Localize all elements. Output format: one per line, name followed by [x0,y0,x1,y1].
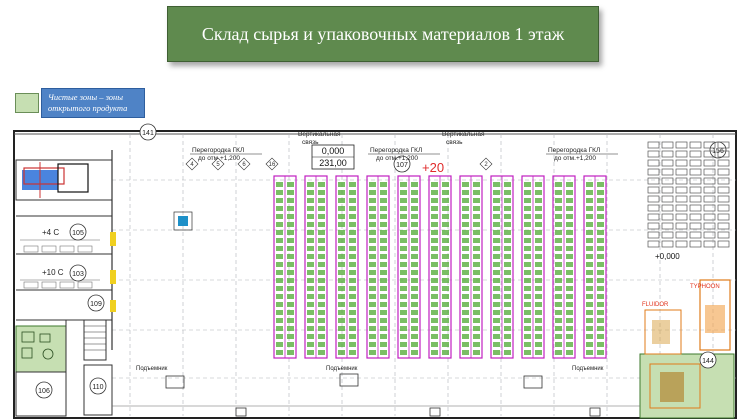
rack-row [304,175,328,359]
room-109-number: 109 [90,301,102,308]
room-103-number: 103 [72,271,84,278]
svg-text:6: 6 [242,162,246,168]
room-103-temp: +10 С [42,268,64,277]
lift-labels: Подъемник Подъемник Подъемник [136,366,604,389]
svg-text:связь: связь [446,139,463,146]
rack-row [273,175,297,359]
svg-text:связь: связь [302,139,319,146]
right-pallet-area [647,141,730,248]
building-outline [13,130,737,419]
svg-text:до отм.+1,200: до отм.+1,200 [376,155,418,162]
room-105-temp: +4 С [42,228,59,237]
room-106-number: 106 [38,388,50,395]
rack-row [366,175,390,359]
svg-text:до отм.+1,200: до отм.+1,200 [198,155,240,162]
floor-plan: +4 С 105 +10 С 103 109 106 110 107 156 1… [13,123,737,419]
clean-zone-left [15,325,67,373]
elevation-right: +0,000 [655,252,680,261]
room-141-number: 141 [142,130,154,137]
svg-text:231,00: 231,00 [319,158,347,168]
room-105-number: 105 [72,230,84,237]
room-labels: +4 С 105 +10 С 103 109 106 110 107 156 1… [35,123,727,399]
svg-text:Подъемник: Подъемник [136,366,168,372]
partition-labels: Перегородка ГКЛ до отм.+1,200 Перегородк… [190,147,618,162]
rack-row [490,175,514,359]
rack-row [521,175,545,359]
svg-text:4: 4 [190,162,194,168]
svg-text:TYPHOON: TYPHOON [690,284,720,290]
svg-text:Подъемник: Подъемник [572,366,604,372]
equipment-marker-blue [178,216,188,226]
temperature-mark: +20 [422,160,444,175]
rack-row [552,175,576,359]
legend-label: Чистые зоны – зоны открытого продукта [41,88,145,118]
rack-rows [273,175,607,359]
axis-markers: 4 5 6 16 2 [185,157,493,171]
legend-swatch [15,93,39,113]
rack-row [459,175,483,359]
rack-row [397,175,421,359]
room-107-number: 107 [396,162,408,169]
svg-text:Перегородка ГКЛ: Перегородка ГКЛ [548,147,600,154]
left-rooms [15,150,116,417]
clean-zone-right [639,353,735,419]
svg-text:Вертикальная: Вертикальная [298,131,341,138]
svg-text:Подъемник: Подъемник [326,366,358,372]
rack-row [335,175,359,359]
svg-text:Перегородка ГКЛ: Перегородка ГКЛ [192,147,244,154]
page-title: Склад сырья и упаковочных материалов 1 э… [167,6,599,62]
svg-text:5: 5 [216,162,220,168]
rack-row [428,175,452,359]
svg-text:FLUIDOR: FLUIDOR [642,302,669,308]
rack-row [583,175,607,359]
svg-text:0,000: 0,000 [322,146,345,156]
svg-text:16: 16 [269,162,276,168]
svg-text:Перегородка ГКЛ: Перегородка ГКЛ [370,147,422,154]
svg-text:до отм.+1,200: до отм.+1,200 [554,155,596,162]
room-144-number: 144 [702,358,714,365]
svg-text:Вертикальная: Вертикальная [442,131,485,138]
svg-text:2: 2 [484,162,488,168]
equipment-right: FLUIDOR TYPHOON 144 [642,279,731,409]
elevation-box: 0,000 231,00 [311,144,355,170]
room-110-number: 110 [92,384,103,391]
vertical-link-labels: Вертикальная связь Вертикальная связь [298,131,485,146]
